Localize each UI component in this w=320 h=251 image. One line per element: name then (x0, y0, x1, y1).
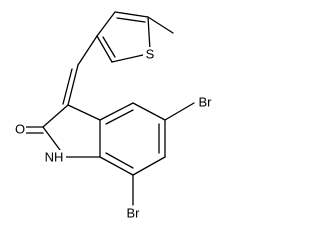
bond-c2-n1 (42, 126, 61, 151)
atom-label-bromine-bottom: Br (127, 205, 141, 220)
atom-label-oxygen: O (15, 121, 25, 136)
bond-c7-c7a-inner (105, 152, 134, 169)
bond-methine-c3-double (67, 64, 79, 106)
bond-thiophene-c5-c4 (114, 11, 149, 18)
bond-c4-c5 (132, 102, 166, 121)
molecule-structure-diagram: S Br O NH Br (14, 11, 213, 221)
bond-methine-c3-double-inner (62, 68, 73, 105)
bond-thiophene-s-c5 (147, 16, 151, 51)
bond-thiophene-c2-s (111, 54, 144, 63)
bond-thiophene-c5-c4-inner (116, 17, 146, 23)
bond-thiophene-methine (77, 35, 98, 66)
bond-c3a-c4 (99, 102, 134, 121)
atom-label-sulfur: S (146, 46, 155, 61)
bond-thiophene-c4-c3 (96, 11, 116, 37)
bond-c3-c3a (67, 104, 101, 121)
bond-c3-c2 (42, 104, 69, 128)
atom-label-nitrogen-h: NH (45, 149, 64, 164)
bond-thiophene-c3-c2 (96, 35, 113, 63)
bond-c6-c7 (132, 156, 166, 176)
bond-thiophene-c3-c2-inner (102, 36, 116, 58)
bond-c5-br (164, 102, 195, 121)
bond-c3a-c4-inner (105, 109, 134, 125)
bond-methyl (147, 16, 174, 34)
bond-c7-c7a (99, 156, 134, 176)
atom-label-bromine-top: Br (199, 94, 213, 109)
